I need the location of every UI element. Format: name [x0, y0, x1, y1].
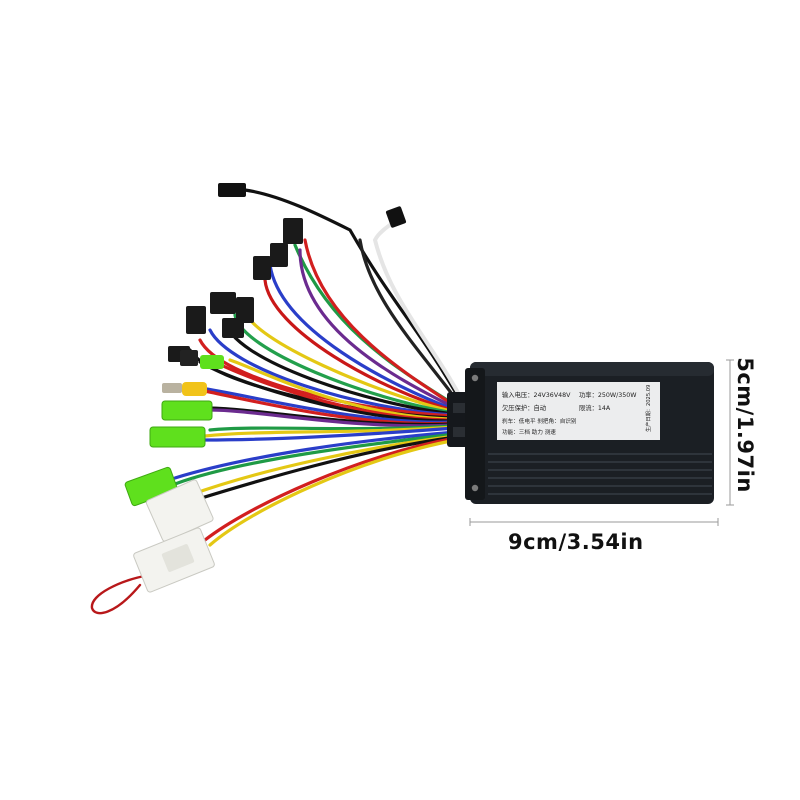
wire-black-top — [243, 188, 462, 402]
connector-white-2-inner — [161, 544, 195, 572]
wire-red-2 — [263, 278, 457, 413]
connector-black-4 — [210, 292, 236, 314]
height-dimension-label: 5cm/1.97in — [733, 357, 757, 493]
wire-blue-2 — [208, 328, 457, 417]
wire-purple-1 — [298, 248, 457, 410]
spec-line-4-left: 功能：三档 助力 测速 — [502, 428, 556, 436]
spec-line-1-left: 输入电压：24V36V48V — [502, 390, 571, 399]
wire-yellow-4 — [188, 434, 458, 497]
wire-green-4 — [173, 432, 458, 486]
connector-black-5 — [236, 297, 254, 323]
connector-black-1 — [283, 218, 303, 244]
spec-line-2-left: 欠压保护：自动 — [502, 403, 546, 412]
connector-black-7 — [222, 318, 244, 338]
spec-line-1-right: 功率：250W/350W — [579, 390, 637, 399]
connector-black-9 — [180, 350, 198, 366]
wire-black-4 — [198, 360, 457, 423]
terminal-metal — [162, 383, 182, 393]
wire-blue-4 — [203, 426, 457, 442]
wire-red-loop — [90, 573, 152, 615]
wire-purple-2 — [208, 408, 457, 428]
connector-green-3 — [149, 426, 206, 448]
connectors — [124, 183, 407, 593]
connector-green-1 — [200, 355, 224, 369]
controller-housing: 输入电压：24V36V48V 功率：250W/350W 欠压保护：自动 限流：1… — [447, 362, 714, 504]
dimension-markers — [469, 359, 734, 526]
spec-line-3-left: 刹车：低电平 刹把角：自识别 — [502, 417, 577, 425]
connector-black-top-right — [385, 206, 407, 228]
connector-black-6 — [186, 306, 206, 334]
wire-blue-5 — [173, 430, 458, 480]
connector-green-2 — [161, 400, 213, 421]
spec-line-2-right: 限流：14A — [579, 403, 611, 412]
connector-black-top-left — [218, 183, 246, 197]
connector-black-3 — [253, 256, 271, 280]
wire-red-3 — [198, 338, 457, 418]
sleeve-yellow — [182, 382, 207, 396]
wire-red-6 — [203, 436, 458, 542]
wire-blue-1 — [268, 263, 457, 412]
wire-red-1 — [303, 238, 457, 408]
wire-yellow-3 — [203, 425, 457, 438]
spec-label — [497, 382, 660, 440]
spec-date: 生产日期：2025.09 — [644, 385, 652, 432]
housing-ribs — [488, 453, 712, 495]
connector-black-2 — [270, 243, 288, 267]
wire-white-top — [372, 216, 464, 402]
wire-black-top2 — [358, 238, 460, 404]
housing-endplate — [465, 368, 485, 500]
wire-black-6 — [193, 435, 458, 502]
wire-yellow-5 — [208, 438, 458, 547]
wire-blue-3 — [198, 386, 457, 424]
width-dimension-label: 9cm/3.54in — [508, 530, 644, 554]
